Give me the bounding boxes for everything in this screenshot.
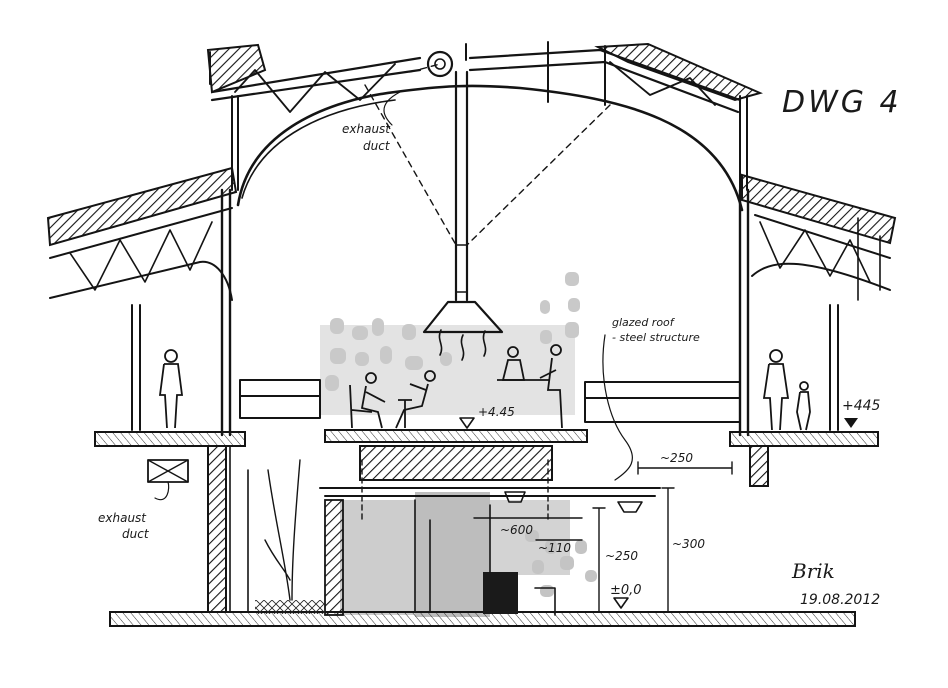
right-side-roof: [741, 173, 897, 245]
grey-wash: [320, 272, 597, 617]
dim-600-text: ~600: [500, 523, 533, 537]
basement: [147, 445, 769, 616]
side-roofs: [46, 166, 897, 301]
label-exhaust-duct-left-1: exhaust: [98, 511, 147, 525]
exhaust-system: [364, 50, 611, 361]
label-glazed-roof-2: - steel structure: [612, 331, 700, 344]
columns: [131, 188, 839, 437]
railings: [239, 379, 741, 423]
level-center-text: +4.45: [478, 405, 515, 419]
left-floor-slab: [94, 431, 246, 447]
left-side-roof: [46, 166, 238, 247]
dim-110-text: ~110: [538, 541, 571, 555]
annotations: DWG 4 exhaust duct exhaust duct glazed r…: [98, 85, 902, 608]
person-right: [762, 349, 811, 431]
dim-300-text: ~300: [672, 537, 705, 551]
date-text: 19.08.2012: [800, 592, 880, 608]
label-glazed-roof-1: glazed roof: [612, 316, 676, 329]
dimension-lines: [154, 91, 733, 613]
people: [158, 344, 811, 431]
central-platform: [324, 429, 588, 443]
roof-structure: [206, 41, 763, 191]
person-left: [158, 349, 184, 429]
fan-icon: [426, 50, 454, 78]
floors: [94, 429, 879, 627]
label-exhaust-duct-left-2: duct: [122, 527, 150, 541]
label-exhaust-duct-top-2: duct: [363, 139, 391, 153]
dim-250-low-text: ~250: [605, 549, 638, 563]
level-right-text: +445: [842, 398, 881, 414]
signature-text: Brik: [791, 559, 835, 583]
level-markers: [459, 417, 858, 609]
right-floor-slab: [729, 431, 879, 447]
vault-arch: [236, 84, 744, 212]
label-exhaust-duct-top-1: exhaust: [342, 122, 391, 136]
dim-250-top-text: ~250: [660, 451, 693, 465]
diners: [349, 344, 563, 429]
drawing-number: DWG 4: [782, 85, 902, 120]
level-ground-text: ±0,0: [610, 583, 642, 598]
